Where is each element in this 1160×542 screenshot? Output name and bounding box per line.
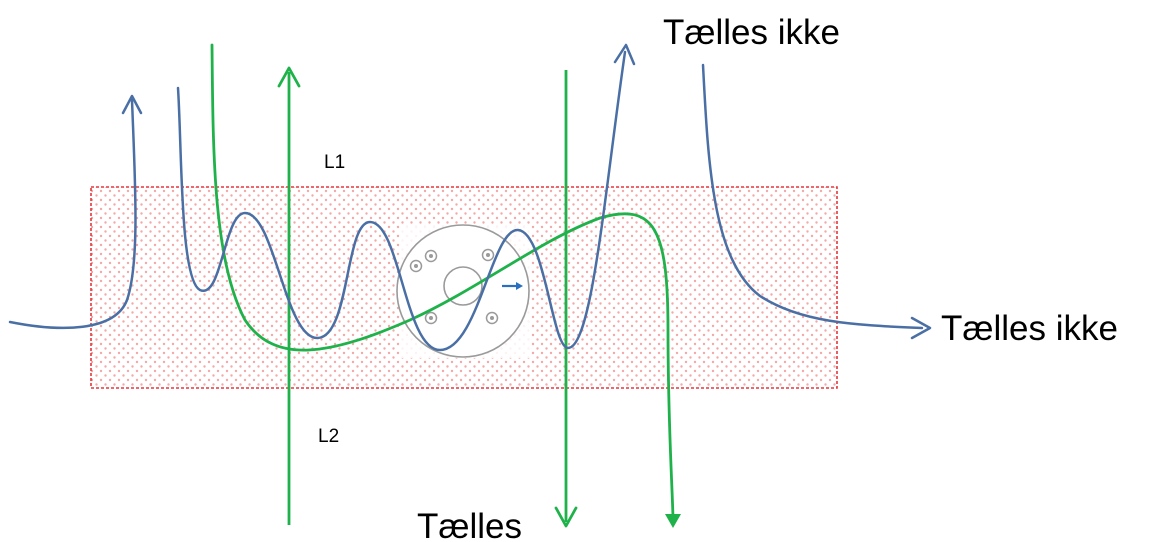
green-curved-path	[210, 43, 681, 528]
blue-exit-path	[701, 63, 932, 340]
label-counted: Tælles	[417, 507, 522, 542]
label-not-counted-right: Tælles ikke	[941, 309, 1118, 348]
arrow-right-icon	[502, 282, 523, 290]
green-line-counted-down	[554, 70, 578, 528]
blue-entry-path	[8, 94, 143, 330]
label-l1: L1	[324, 152, 345, 173]
blue-wave-path	[176, 43, 636, 352]
label-l2: L2	[318, 426, 339, 447]
label-not-counted-top: Tælles ikke	[663, 13, 840, 52]
